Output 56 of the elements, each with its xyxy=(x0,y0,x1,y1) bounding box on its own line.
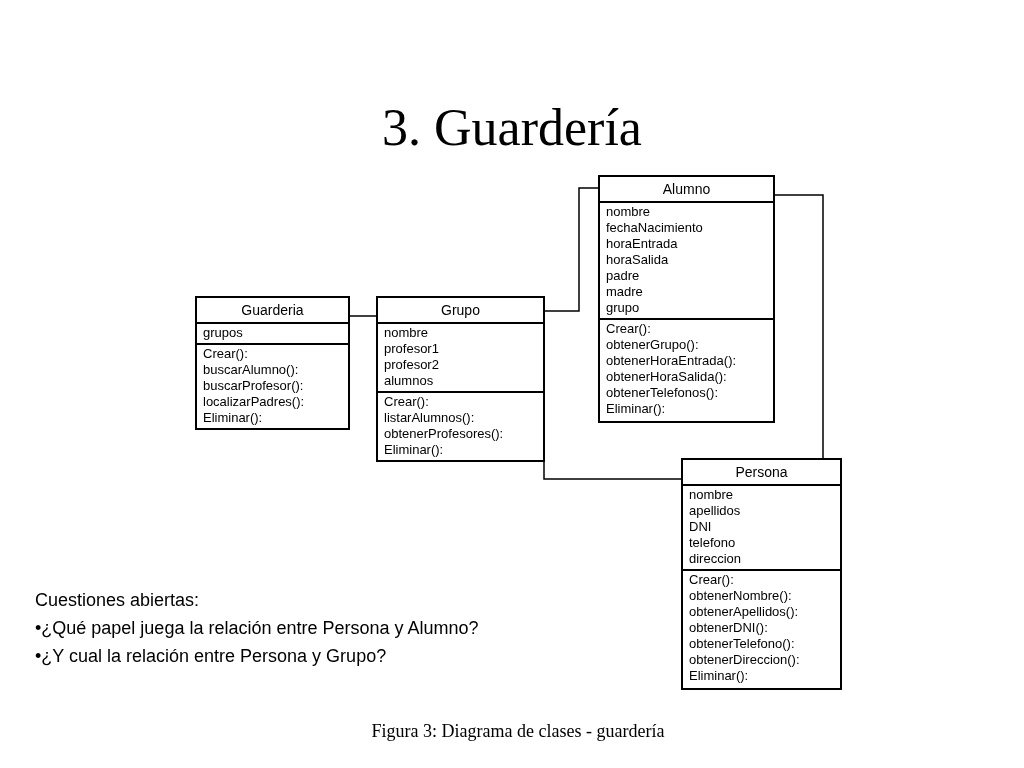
method: Crear(): xyxy=(689,572,734,588)
method: Eliminar(): xyxy=(384,442,444,458)
method: obtenerProfesores(): xyxy=(384,426,504,442)
class-box xyxy=(376,296,545,462)
attribute: horaEntrada xyxy=(606,236,678,252)
attribute: madre xyxy=(606,284,643,300)
attribute: nombre xyxy=(689,487,734,503)
attribute: grupos xyxy=(203,325,243,341)
method: obtenerTelefonos(): xyxy=(606,385,718,401)
attribute: telefono xyxy=(689,535,736,551)
attribute: grupo xyxy=(606,300,640,316)
association-line xyxy=(543,461,682,480)
attribute: direccion xyxy=(689,551,742,567)
attribute: apellidos xyxy=(689,503,741,519)
method: localizarPadres(): xyxy=(203,394,305,410)
attribute: padre xyxy=(606,268,640,284)
method: Crear(): xyxy=(606,321,651,337)
class-name: Grupo xyxy=(441,301,480,320)
attribute: nombre xyxy=(606,204,651,220)
question: •¿Y cual la relación entre Persona y Grupo? xyxy=(35,646,387,667)
method: obtenerDireccion(): xyxy=(689,652,800,668)
caption: Figura 3: Diagrama de clases - guardería xyxy=(370,721,666,742)
method: Crear(): xyxy=(203,346,248,362)
attribute: fechaNacimiento xyxy=(606,220,703,236)
attribute: profesor1 xyxy=(384,341,439,357)
class-name: Alumno xyxy=(662,180,711,199)
method: obtenerHoraEntrada(): xyxy=(606,353,737,369)
method: obtenerApellidos(): xyxy=(689,604,799,620)
method: obtenerHoraSalida(): xyxy=(606,369,727,385)
method: listarAlumnos(): xyxy=(384,410,475,426)
class-name: Persona xyxy=(735,463,788,482)
class-name: Guarderia xyxy=(241,301,304,320)
method: buscarProfesor(): xyxy=(203,378,304,394)
method: obtenerGrupo(): xyxy=(606,337,699,353)
method: obtenerTelefono(): xyxy=(689,636,795,652)
attribute: profesor2 xyxy=(384,357,439,373)
association-line xyxy=(774,194,824,459)
class-box xyxy=(681,458,842,690)
method: obtenerNombre(): xyxy=(689,588,792,604)
method: Crear(): xyxy=(384,394,429,410)
method: Eliminar(): xyxy=(203,410,263,426)
class-box xyxy=(195,296,350,430)
association-line xyxy=(349,315,377,317)
attribute: nombre xyxy=(384,325,429,341)
heading: Cuestiones abiertas: xyxy=(35,590,200,611)
association-line xyxy=(544,187,599,312)
method: Eliminar(): xyxy=(606,401,666,417)
class-box xyxy=(598,175,775,423)
attribute: DNI xyxy=(689,519,712,535)
attribute: alumnos xyxy=(384,373,434,389)
method: obtenerDNI(): xyxy=(689,620,768,636)
method: Eliminar(): xyxy=(689,668,749,684)
question: •¿Qué papel juega la relación entre Persona y Alumno? xyxy=(35,618,479,639)
title: 3. Guardería xyxy=(381,98,643,157)
method: buscarAlumno(): xyxy=(203,362,299,378)
attribute: horaSalida xyxy=(606,252,669,268)
